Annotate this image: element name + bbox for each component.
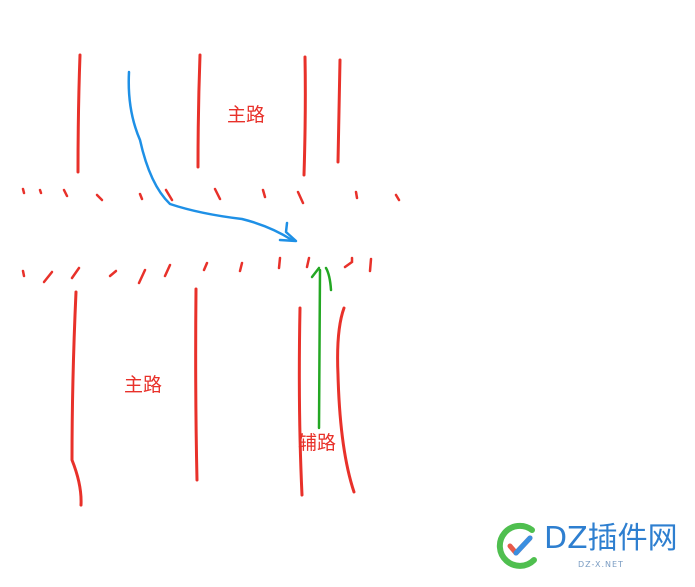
road-line-lower-4 (336, 306, 356, 494)
dashed-edge-lower (21, 256, 373, 285)
road-line-lower-2 (194, 287, 199, 482)
watermark-sub-text: DZ-X.NET (578, 560, 624, 569)
road-line-upper-1 (76, 53, 82, 174)
main-road-label-top: 主路 (227, 104, 266, 126)
check-circle-logo-icon (496, 522, 537, 569)
watermark-brand-text: DZ插件网 (544, 521, 678, 556)
main-road-label-left: 主路 (124, 374, 163, 396)
road-line-upper-3 (302, 55, 307, 177)
road-line-upper-4 (336, 58, 342, 164)
auxiliary-road-label: 辅路 (298, 432, 337, 454)
road-line-upper-2 (196, 53, 202, 169)
watermark: DZ插件网 DZ-X.NET (494, 518, 684, 578)
dashed-edge-upper (21, 187, 401, 205)
road-line-lower-1 (70, 290, 83, 507)
road-line-lower-3 (297, 306, 304, 497)
main-route-arrow (127, 70, 298, 243)
aux-route-line (310, 266, 333, 430)
